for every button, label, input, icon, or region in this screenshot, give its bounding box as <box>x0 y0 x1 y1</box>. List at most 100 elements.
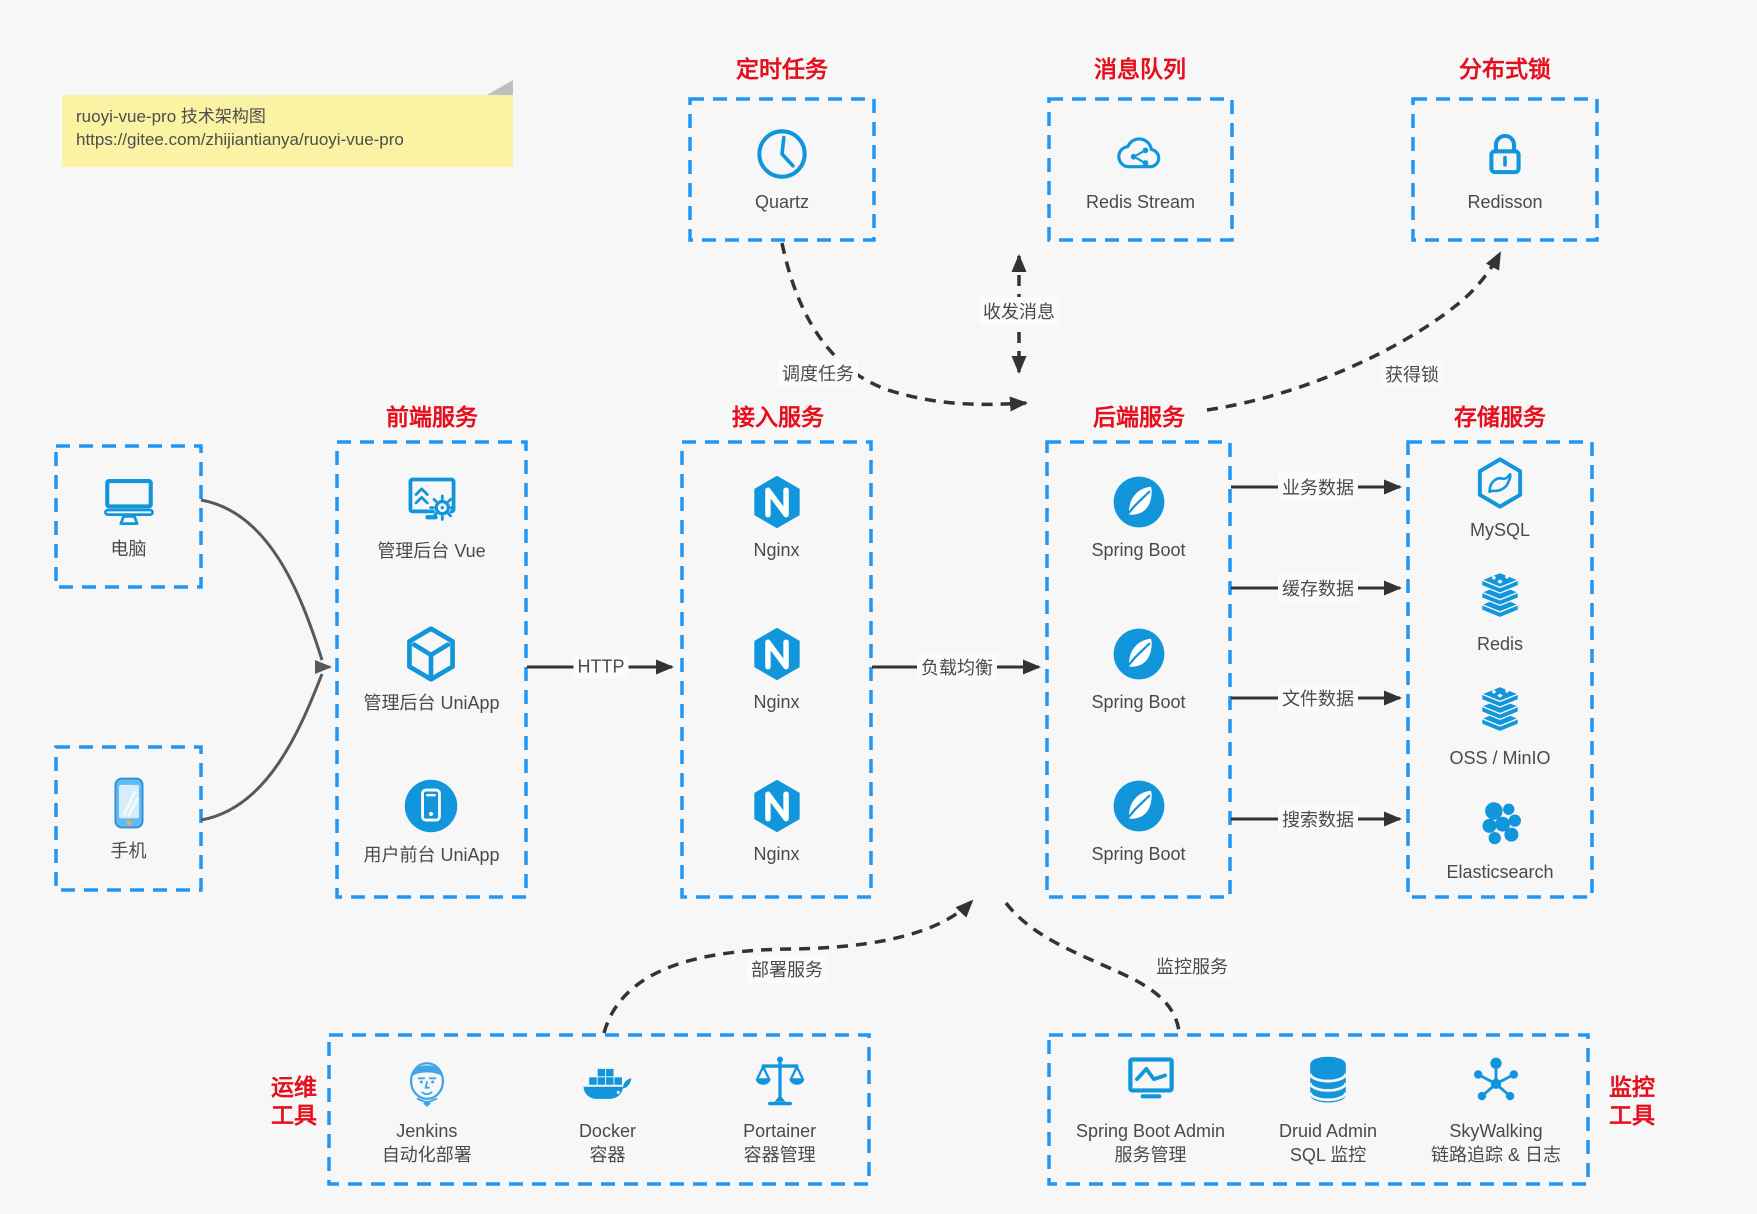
node-oss-minio: OSS / MinIO <box>1449 683 1551 770</box>
node-label: Nginx <box>753 843 800 864</box>
lock-box-border <box>1411 97 1599 242</box>
node-label: 管理后台 UniApp <box>363 692 500 713</box>
group-monitor: Spring Boot Admin 服务管理 Druid Admin SQL 监… <box>1049 1035 1588 1184</box>
access-box-border <box>680 440 873 899</box>
mysql-icon <box>1477 457 1523 509</box>
node-spring-boot-admin: Spring Boot Admin 服务管理 <box>1076 1052 1225 1167</box>
frontend-box-border <box>335 440 528 899</box>
group-ops: Jenkins 自动化部署 Docker 容器 <box>329 1035 869 1184</box>
spring-boot-icon <box>1113 628 1164 680</box>
edge-label-schedule: 调度任务 <box>778 359 858 387</box>
title-lock: 分布式锁 <box>1459 56 1551 82</box>
storage-box-border <box>1406 440 1594 899</box>
group-lock: Redisson <box>1413 99 1597 240</box>
node-spring-boot-1: Spring Boot <box>1091 473 1186 562</box>
mq-box-border <box>1047 97 1234 242</box>
node-user-uniapp: 用户前台 UniApp <box>363 776 500 867</box>
edge-label-cache-data: 缓存数据 <box>1278 574 1358 602</box>
group-scheduler: Quartz <box>690 99 874 240</box>
node-label: Elasticsearch <box>1446 861 1554 882</box>
scales-icon <box>755 1056 804 1106</box>
sticky-note: ruoyi-vue-pro 技术架构图 https://gitee.com/zh… <box>62 95 513 167</box>
node-label: Spring Boot <box>1091 843 1186 864</box>
redis-stack-icon <box>1479 571 1521 619</box>
smartphone-icon <box>114 777 143 829</box>
edge-label-message: 收发消息 <box>979 297 1059 325</box>
node-redis-stream: Redis Stream <box>1086 125 1195 214</box>
edge-label-search-data: 搜索数据 <box>1278 805 1358 833</box>
edge-monitoring-line <box>1004 901 1181 1032</box>
edge-label-monitoring: 监控服务 <box>1152 952 1232 980</box>
node-label: SkyWalking <box>1449 1121 1543 1141</box>
note-url: https://gitee.com/zhijiantianya/ruoyi-vu… <box>76 130 404 149</box>
group-phone: 手机 <box>56 747 201 890</box>
admin-chart-icon <box>1127 1057 1174 1099</box>
node-sublabel: 自动化部署 <box>381 1145 472 1165</box>
node-label: MySQL <box>1469 520 1530 541</box>
scheduler-box-border <box>688 97 876 242</box>
node-label: 用户前台 UniApp <box>363 844 500 865</box>
edge-phone-to-frontend <box>200 673 324 822</box>
nginx-icon <box>753 779 800 832</box>
spring-boot-icon <box>1113 476 1164 528</box>
title-storage: 存储服务 <box>1454 404 1546 430</box>
node-sublabel: 容器管理 <box>743 1145 816 1165</box>
storage-stack-icon <box>1479 685 1521 733</box>
node-jenkins: Jenkins 自动化部署 <box>382 1052 472 1167</box>
jenkins-icon <box>409 1062 444 1107</box>
group-frontend: 管理后台 Vue 管理后台 UniApp 用户前台 UniApp <box>337 442 526 897</box>
node-label: Quartz <box>754 192 810 212</box>
admin-monitor-gear-icon <box>408 477 455 522</box>
edge-label-deploy: 部署服务 <box>747 955 827 983</box>
node-sublabel: 链路追踪 & 日志 <box>1430 1145 1561 1165</box>
node-computer: 电脑 <box>100 472 158 561</box>
node-admin-vue: 管理后台 Vue <box>377 472 486 563</box>
node-mysql: MySQL <box>1470 455 1530 542</box>
computer-box-border <box>54 444 203 589</box>
mobile-app-icon <box>405 779 458 832</box>
node-label: Redisson <box>1467 192 1543 212</box>
desktop-icon <box>103 479 154 526</box>
node-druid-admin: Druid Admin SQL 监控 <box>1279 1052 1377 1167</box>
title-scheduler: 定时任务 <box>736 56 828 82</box>
spring-boot-icon <box>1113 780 1164 832</box>
cloud-share-icon <box>1117 137 1161 169</box>
node-redis: Redis <box>1472 569 1528 656</box>
topology-icon <box>1473 1057 1519 1101</box>
node-sublabel: SQL 监控 <box>1289 1145 1367 1165</box>
node-elasticsearch: Elasticsearch <box>1446 797 1554 884</box>
node-nginx-3: Nginx <box>748 777 806 866</box>
nginx-icon <box>753 627 800 681</box>
database-icon <box>1308 1056 1348 1103</box>
node-label: Portainer <box>743 1121 817 1141</box>
group-computer: 电脑 <box>56 446 201 587</box>
title-ops: 运维 工具 <box>271 1074 317 1128</box>
docker-whale-icon <box>584 1068 632 1099</box>
edge-label-load-balance: 负载均衡 <box>917 653 997 681</box>
node-label: Nginx <box>753 540 800 561</box>
note-title: ruoyi-vue-pro 技术架构图 <box>76 107 266 126</box>
lock-icon <box>1489 133 1521 175</box>
edge-label-http: HTTP <box>573 655 629 679</box>
edge-label-acquire-lock: 获得锁 <box>1381 360 1443 388</box>
title-mq: 消息队列 <box>1094 56 1186 82</box>
group-mq: Redis Stream <box>1049 99 1232 240</box>
group-access: Nginx Nginx Nginx <box>682 442 871 897</box>
node-phone: 手机 <box>100 774 158 863</box>
edge-computer-to-frontend <box>200 498 324 661</box>
node-label: 手机 <box>110 841 147 861</box>
cube-icon <box>407 626 456 682</box>
title-backend: 后端服务 <box>1093 404 1185 430</box>
node-label: Nginx <box>753 691 800 712</box>
edge-label-file-data: 文件数据 <box>1278 684 1358 712</box>
node-label: Spring Boot <box>1091 691 1186 712</box>
edge-label-business-data: 业务数据 <box>1278 473 1358 501</box>
node-label: 管理后台 Vue <box>377 541 486 562</box>
group-storage: MySQL Redis <box>1408 442 1592 897</box>
node-label: Spring Boot <box>1091 540 1186 561</box>
node-label: Druid Admin <box>1279 1121 1378 1141</box>
node-label: 电脑 <box>110 539 147 559</box>
node-skywalking: SkyWalking 链路追踪 & 日志 <box>1431 1052 1561 1167</box>
backend-box-border <box>1045 440 1232 899</box>
